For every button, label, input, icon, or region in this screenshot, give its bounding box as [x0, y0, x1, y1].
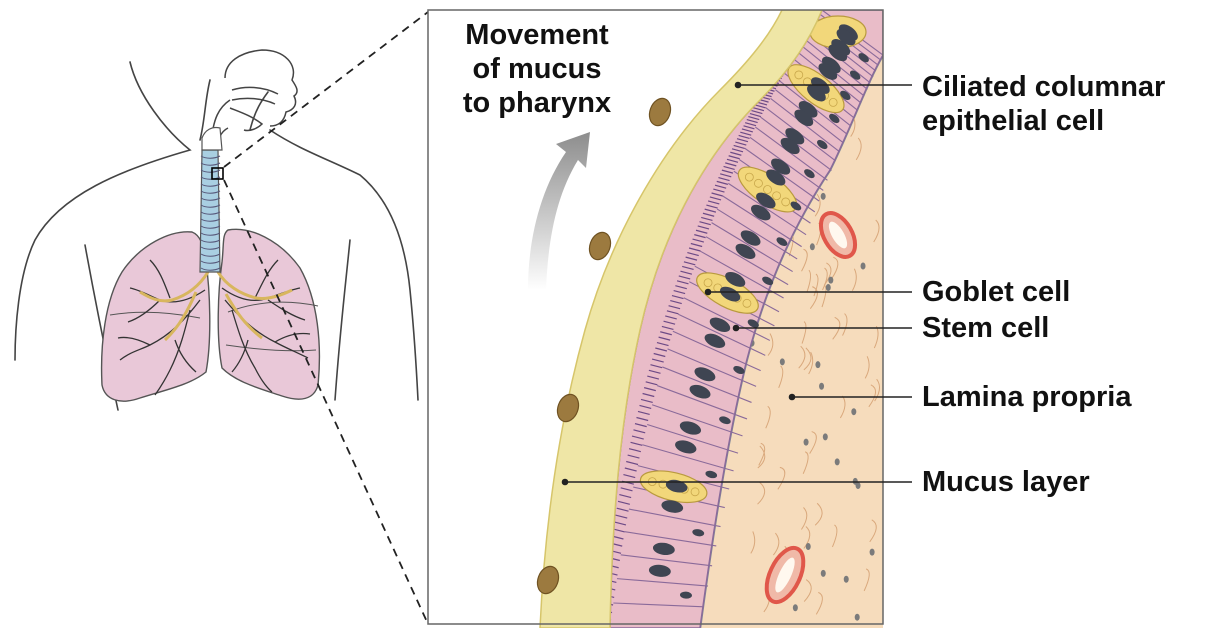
lamina-cell-dot [855, 614, 860, 621]
lamina-cell-dot [810, 243, 815, 250]
lamina-cell-dot [804, 439, 809, 446]
label-lamina-propria: Lamina propria [922, 380, 1132, 414]
lamina-cell-dot [823, 433, 828, 440]
lamina-cell-dot [835, 458, 840, 465]
movement-caption-line-2: of mucus [437, 52, 637, 86]
lamina-cell-dot [821, 193, 826, 200]
mucus-movement-caption: Movement of mucus to pharynx [437, 18, 637, 120]
label-stem-cell: Stem cell [922, 311, 1049, 345]
lamina-cell-dot [793, 604, 798, 611]
movement-caption-line-3: to pharynx [437, 86, 637, 120]
lamina-cell-dot [780, 358, 785, 365]
lamina-cell-dot [819, 383, 824, 390]
lamina-cell-dot [806, 543, 811, 550]
lamina-cell-dot [870, 549, 875, 556]
lamina-cell-dot [815, 361, 820, 368]
label-ciliated-line-2: epithelial cell [922, 104, 1165, 138]
lamina-cell-dot [856, 482, 861, 489]
lamina-cell-dot [821, 570, 826, 577]
lamina-cell-dot [851, 408, 856, 415]
label-ciliated-columnar-epithelial-cell: Ciliated columnar epithelial cell [922, 70, 1165, 138]
lamina-cell-dot [828, 277, 833, 284]
trachea [200, 127, 223, 272]
label-ciliated-line-1: Ciliated columnar [922, 70, 1165, 104]
head-airway [212, 50, 297, 150]
lamina-cell-dot [826, 284, 831, 291]
movement-caption-line-1: Movement [437, 18, 637, 52]
label-mucus-layer: Mucus layer [922, 465, 1090, 499]
label-goblet-cell: Goblet cell [922, 275, 1070, 309]
lamina-cell-dot [844, 576, 849, 583]
lamina-cell-dot [861, 263, 866, 270]
